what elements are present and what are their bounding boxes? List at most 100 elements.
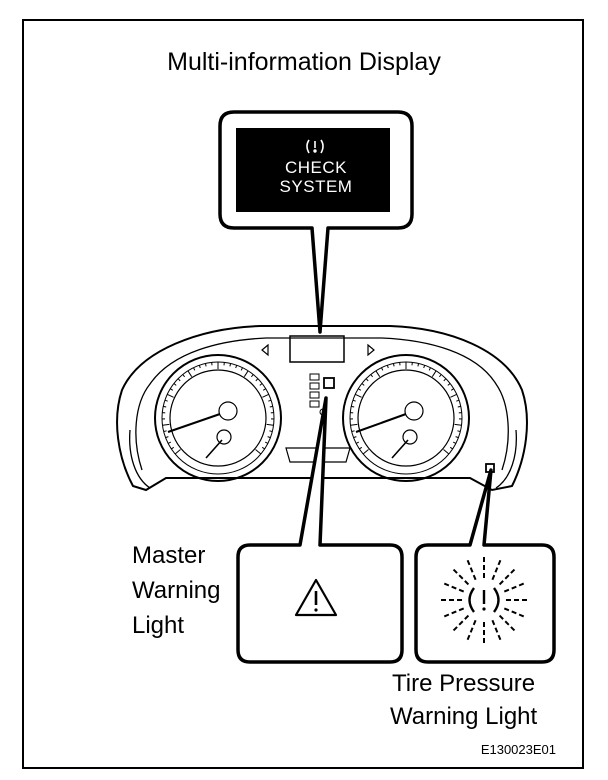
tire-pressure-flashing-icon <box>440 556 528 644</box>
gauge-tick <box>456 399 460 402</box>
flash-ray <box>442 607 465 618</box>
gauge-tick <box>450 393 458 398</box>
gauge-tick <box>269 430 273 432</box>
figure-code: E130023E01 <box>480 742 556 757</box>
gauge-tick <box>177 378 181 382</box>
flash-ray <box>491 558 502 581</box>
display-text-system: SYSTEM <box>279 177 353 196</box>
gauge-tick <box>362 449 369 455</box>
gauge-tick <box>240 367 243 371</box>
gauge-tick <box>198 365 201 369</box>
gauge-tick <box>259 383 263 386</box>
flash-ray <box>498 614 516 632</box>
gauge-tick <box>351 405 355 408</box>
gauge-tick <box>353 436 357 439</box>
gauge-tick <box>262 393 270 398</box>
gauge-tick <box>262 388 266 391</box>
gauge-tick <box>170 388 174 391</box>
flash-ray <box>498 568 516 586</box>
tire-pressure-icon <box>306 139 324 154</box>
gauge-tick <box>167 441 172 444</box>
gauge-tick <box>454 423 462 426</box>
master-warning-label-line-3: Light <box>132 612 185 639</box>
gauge-tick <box>417 363 420 367</box>
figure-title: Multi-information Display <box>167 48 441 76</box>
display-text-check: CHECK <box>284 158 347 177</box>
gauge-tick <box>235 365 238 369</box>
gauge-tick <box>351 430 355 432</box>
gauge-tick <box>255 378 259 382</box>
gauge-tick <box>392 363 395 367</box>
gauge-tick <box>443 449 450 455</box>
master-warning-light-callout <box>236 396 404 664</box>
gauge-tick <box>428 367 431 371</box>
tire-pressure-warning-light-callout <box>414 468 556 664</box>
tire-pressure-label-line-1: Tire Pressure <box>392 670 536 697</box>
gauge-tick <box>229 363 232 367</box>
master-warning-label-line-1: Master <box>132 542 206 569</box>
multi-information-display-callout <box>218 110 414 334</box>
gauge-tick <box>355 441 360 444</box>
instrument-cluster <box>116 325 528 492</box>
figure-frame <box>22 19 584 769</box>
gauge-tick <box>375 370 381 377</box>
gauge-tick <box>187 370 193 377</box>
gauge-tick <box>171 446 175 450</box>
gauge-tick <box>457 405 461 408</box>
gauge-tick <box>261 446 265 450</box>
gauge-tick <box>452 441 457 444</box>
gauge-tick <box>350 423 358 426</box>
gauge-tick <box>359 446 363 450</box>
gauge-tick <box>166 393 174 398</box>
gauge-tick <box>269 405 273 408</box>
gauge-tick <box>423 365 426 369</box>
gauge-tick <box>457 430 461 432</box>
gauge-tick <box>164 399 168 402</box>
flash-ray <box>503 582 526 593</box>
gauge-tick <box>450 388 454 391</box>
display-screen <box>236 128 390 212</box>
cluster-tick-marks <box>161 362 463 455</box>
gauge-tick <box>381 367 384 371</box>
gauge-tick <box>449 446 453 450</box>
warning-triangle-icon <box>294 578 338 617</box>
gauge-tick <box>251 374 254 378</box>
gauge-tick <box>165 436 169 439</box>
gauge-tick <box>163 430 167 432</box>
gauge-tick <box>163 405 167 408</box>
gauge-tick <box>352 399 356 402</box>
gauge-tick <box>358 388 362 391</box>
flash-ray <box>452 614 470 632</box>
gauge-tick <box>361 383 365 386</box>
gauge-tick <box>266 423 274 426</box>
gauge-tick <box>455 436 459 439</box>
gauge-tick <box>354 393 362 398</box>
gauge-tick <box>439 374 442 378</box>
flash-ray <box>452 568 470 586</box>
gauge-tick <box>443 378 447 382</box>
gauge-tick <box>268 399 272 402</box>
gauge-tick <box>370 374 373 378</box>
gauge-tick <box>264 441 269 444</box>
gauge-tick <box>267 436 271 439</box>
gauge-tick <box>193 367 196 371</box>
flash-ray <box>466 558 477 581</box>
gauge-tick <box>182 374 185 378</box>
master-warning-label-line-2: Warning <box>132 577 221 604</box>
flash-ray <box>491 619 502 642</box>
gauge-tick <box>365 378 369 382</box>
gauge-tick <box>173 383 177 386</box>
gauge-tick <box>162 423 170 426</box>
flash-ray <box>466 619 477 642</box>
gauge-tick <box>243 370 249 377</box>
gauge-tick <box>204 363 207 367</box>
gauge-tick <box>431 370 437 377</box>
gauge-tick <box>174 449 181 455</box>
gauge-tick <box>447 383 451 386</box>
flash-ray <box>442 582 465 593</box>
tire-pressure-label-line-2: Warning Light <box>390 703 538 730</box>
gauge-tick <box>386 365 389 369</box>
flash-ray <box>503 607 526 618</box>
gauge-tick <box>255 449 262 455</box>
